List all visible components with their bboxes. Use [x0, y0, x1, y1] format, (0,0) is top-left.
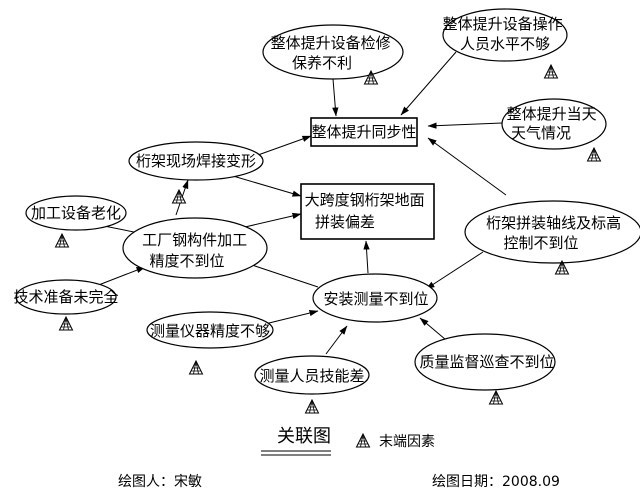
caption: 关联图 末端因素 — [261, 426, 435, 456]
pyramid-triangle-icon — [59, 316, 73, 331]
node-instrument-label: 测量仪器精度不够 — [150, 322, 270, 340]
edge-axis-to-sync — [427, 137, 507, 196]
node-factory-shape — [122, 217, 268, 279]
edge-weld-to-sync — [257, 135, 312, 156]
edge-prep-to-factory — [95, 266, 146, 287]
node-sync-label: 整体提升同步性 — [311, 123, 416, 141]
edge-install-to-factory — [242, 261, 319, 288]
pyramid-triangle-icon — [189, 360, 203, 375]
pyramid-triangle-icon — [544, 64, 558, 79]
edge-operator-to-sync — [400, 51, 457, 116]
edge-staff-to-install — [325, 325, 348, 355]
node-aging-shape — [25, 195, 127, 231]
edge-instrument-to-install — [264, 309, 319, 325]
legend-label: 末端因素 — [379, 434, 435, 450]
node-prep-shape — [15, 279, 117, 315]
node-maint-label: 整体提升设备检修 保养不利 — [271, 34, 396, 72]
node-maint-shape — [262, 24, 404, 80]
node-weather-shape — [501, 98, 607, 150]
node-main-box — [300, 183, 435, 240]
node-shapes — [15, 8, 640, 395]
node-labels: 整体提升设备检修 保养不利 整体提升设备操作 人员水平不够 整体提升同步性 整体… — [13, 15, 626, 385]
edge-install-to-main — [363, 240, 370, 274]
node-main-label: 大跨度钢桁架地面 拼装偏差 — [305, 191, 430, 231]
node-instrument-shape — [146, 311, 274, 349]
node-weld-shape — [128, 141, 264, 181]
pyramid-triangle-icon — [305, 399, 319, 414]
footer-date: 绘图日期：2008.09 — [432, 474, 560, 490]
edge-maint-to-sync — [332, 78, 339, 117]
node-prep-label: 技术准备未完全 — [13, 288, 118, 306]
edge-weather-to-sync — [427, 122, 503, 129]
node-aging-label: 加工设备老化 — [31, 204, 121, 222]
node-staff-label: 测量人员技能差 — [259, 367, 364, 385]
edge-factory-to-main — [244, 212, 302, 228]
pyramid-triangle-icon — [489, 390, 503, 405]
node-staff-shape — [254, 355, 370, 395]
node-operator-shape — [442, 8, 568, 62]
pyramid-triangle-icon — [587, 147, 601, 162]
diagram-title: 关联图 — [277, 426, 331, 447]
node-sync-box — [310, 117, 418, 147]
node-quality-shape — [414, 333, 556, 391]
node-weld-label: 桁架现场焊接变形 — [136, 152, 256, 170]
footer: 绘图人：宋敏 绘图日期：2008.09 — [118, 474, 560, 490]
edge-axis-to-install — [425, 251, 484, 290]
node-install-shape — [312, 273, 438, 323]
legend-pyramid-icon — [356, 433, 370, 448]
edge-weld-to-main — [232, 175, 302, 197]
node-axis-label: 桁架拼装轴线及标高 控制不到位 — [486, 214, 626, 252]
node-factory-label: 工厂钢构件加工 精度不到位 — [142, 231, 252, 270]
node-axis-shape — [464, 200, 640, 264]
node-quality-label: 质量监督巡查不到位 — [419, 353, 554, 371]
footer-author: 绘图人：宋敏 — [118, 474, 202, 490]
node-operator-label: 整体提升设备操作 人员水平不够 — [443, 15, 568, 53]
node-install-label: 安装测量不到位 — [323, 290, 428, 308]
node-weather-label: 整体提升当天 天气情况 — [507, 105, 602, 142]
pyramid-triangle-icon — [55, 233, 69, 248]
